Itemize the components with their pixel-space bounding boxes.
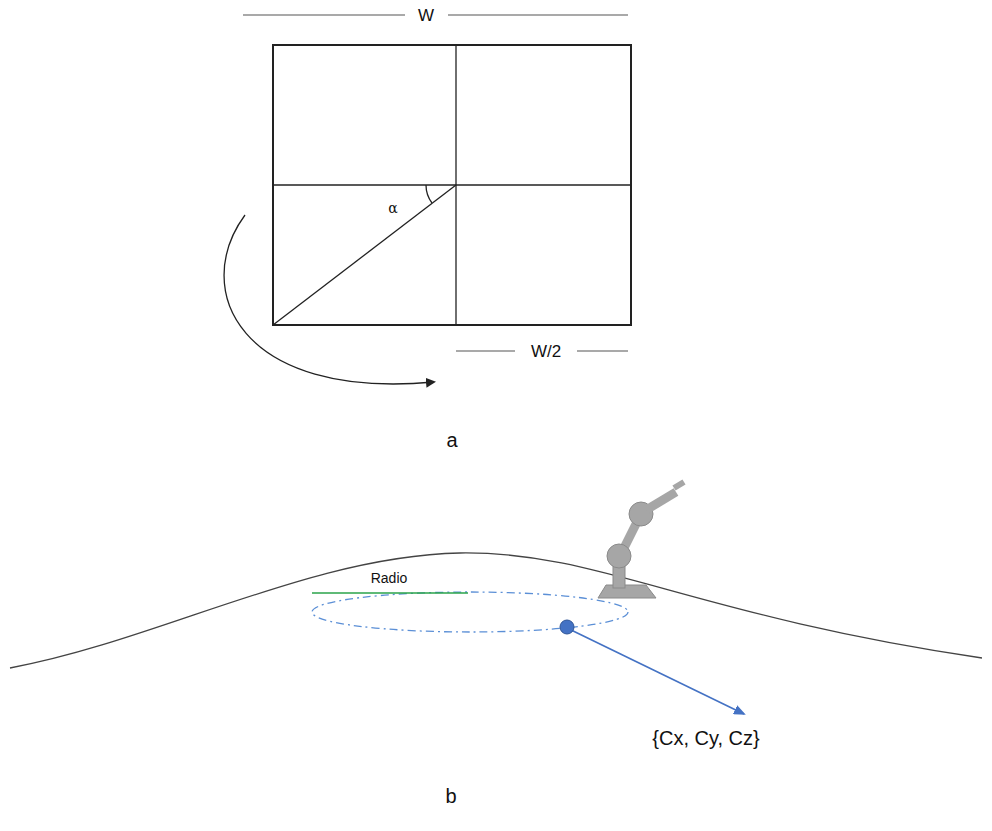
dimension-label: W/2 — [531, 342, 561, 362]
angle-label: α — [388, 200, 397, 217]
dimension-label: W — [418, 6, 434, 26]
robot-arm — [598, 482, 684, 598]
panel-label: b — [445, 784, 456, 808]
rotation-arrow — [224, 215, 434, 384]
frame-rectangle — [273, 45, 631, 325]
center-point — [560, 620, 574, 634]
radius-line — [312, 592, 468, 594]
terrain-surface — [10, 553, 982, 668]
panel-label: a — [446, 428, 457, 452]
coordinate-label: {Cx, Cy, Cz} — [652, 726, 759, 750]
trajectory-circle — [312, 592, 628, 632]
radius-label: Radio — [371, 570, 408, 587]
width-dimension — [243, 15, 628, 351]
center-vector — [567, 628, 744, 714]
